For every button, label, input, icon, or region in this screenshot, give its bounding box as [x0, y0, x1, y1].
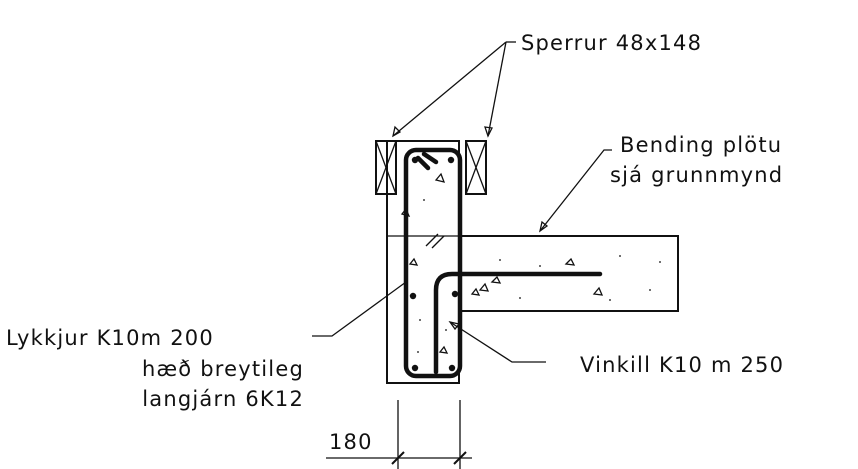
width-dimension: [326, 400, 472, 469]
rafter-right: [465, 140, 487, 195]
angle-bar: [433, 271, 603, 375]
angle-bar-label: Vinkill K10 m 250: [580, 353, 784, 377]
stirrup-label-line3: langjárn 6K12: [142, 387, 304, 411]
concrete-hatch: [400, 172, 661, 354]
leader-rafters: [392, 41, 516, 138]
wall-outline: [386, 140, 460, 384]
leader-slab-bend: [538, 149, 612, 233]
rafter-left: [375, 140, 397, 195]
longitudinal-bars: [409, 156, 459, 372]
stirrup-label-line2: hæð breytileg: [142, 357, 304, 381]
slab-bend-label-line1: Bending plötu: [620, 133, 782, 157]
stirrup-label-line1: Lykkjur K10m 200: [6, 326, 214, 350]
slab-outline: [459, 235, 679, 312]
leader-angle-bar: [448, 320, 546, 363]
width-dimension-label: 180: [329, 430, 373, 454]
leader-stirrups: [312, 281, 407, 337]
slab-bend-label-line2: sjá grunnmynd: [610, 163, 783, 187]
rafter-label: Sperrur 48x148: [521, 31, 702, 55]
stirrup-bar: [403, 147, 463, 379]
